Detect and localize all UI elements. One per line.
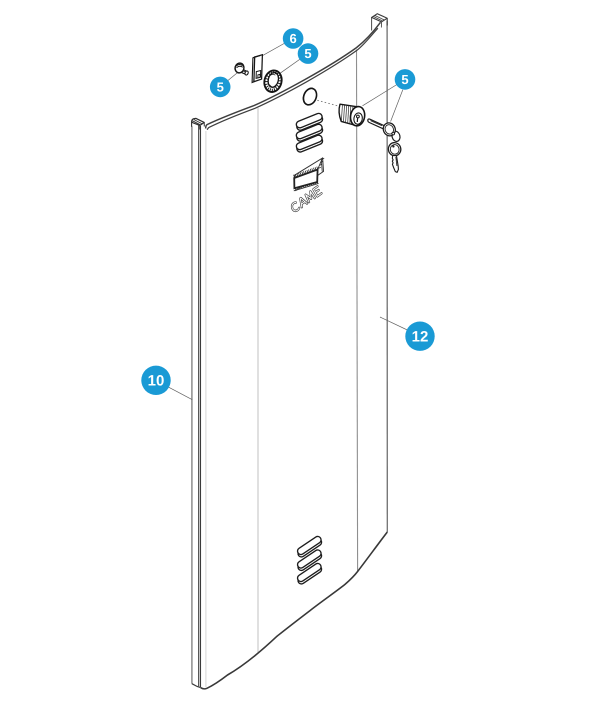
svg-text:10: 10 <box>148 373 165 390</box>
svg-text:5: 5 <box>217 79 224 94</box>
svg-text:5: 5 <box>304 46 311 61</box>
svg-text:6: 6 <box>289 31 296 46</box>
svg-text:12: 12 <box>412 329 429 346</box>
svg-text:5: 5 <box>401 72 408 87</box>
